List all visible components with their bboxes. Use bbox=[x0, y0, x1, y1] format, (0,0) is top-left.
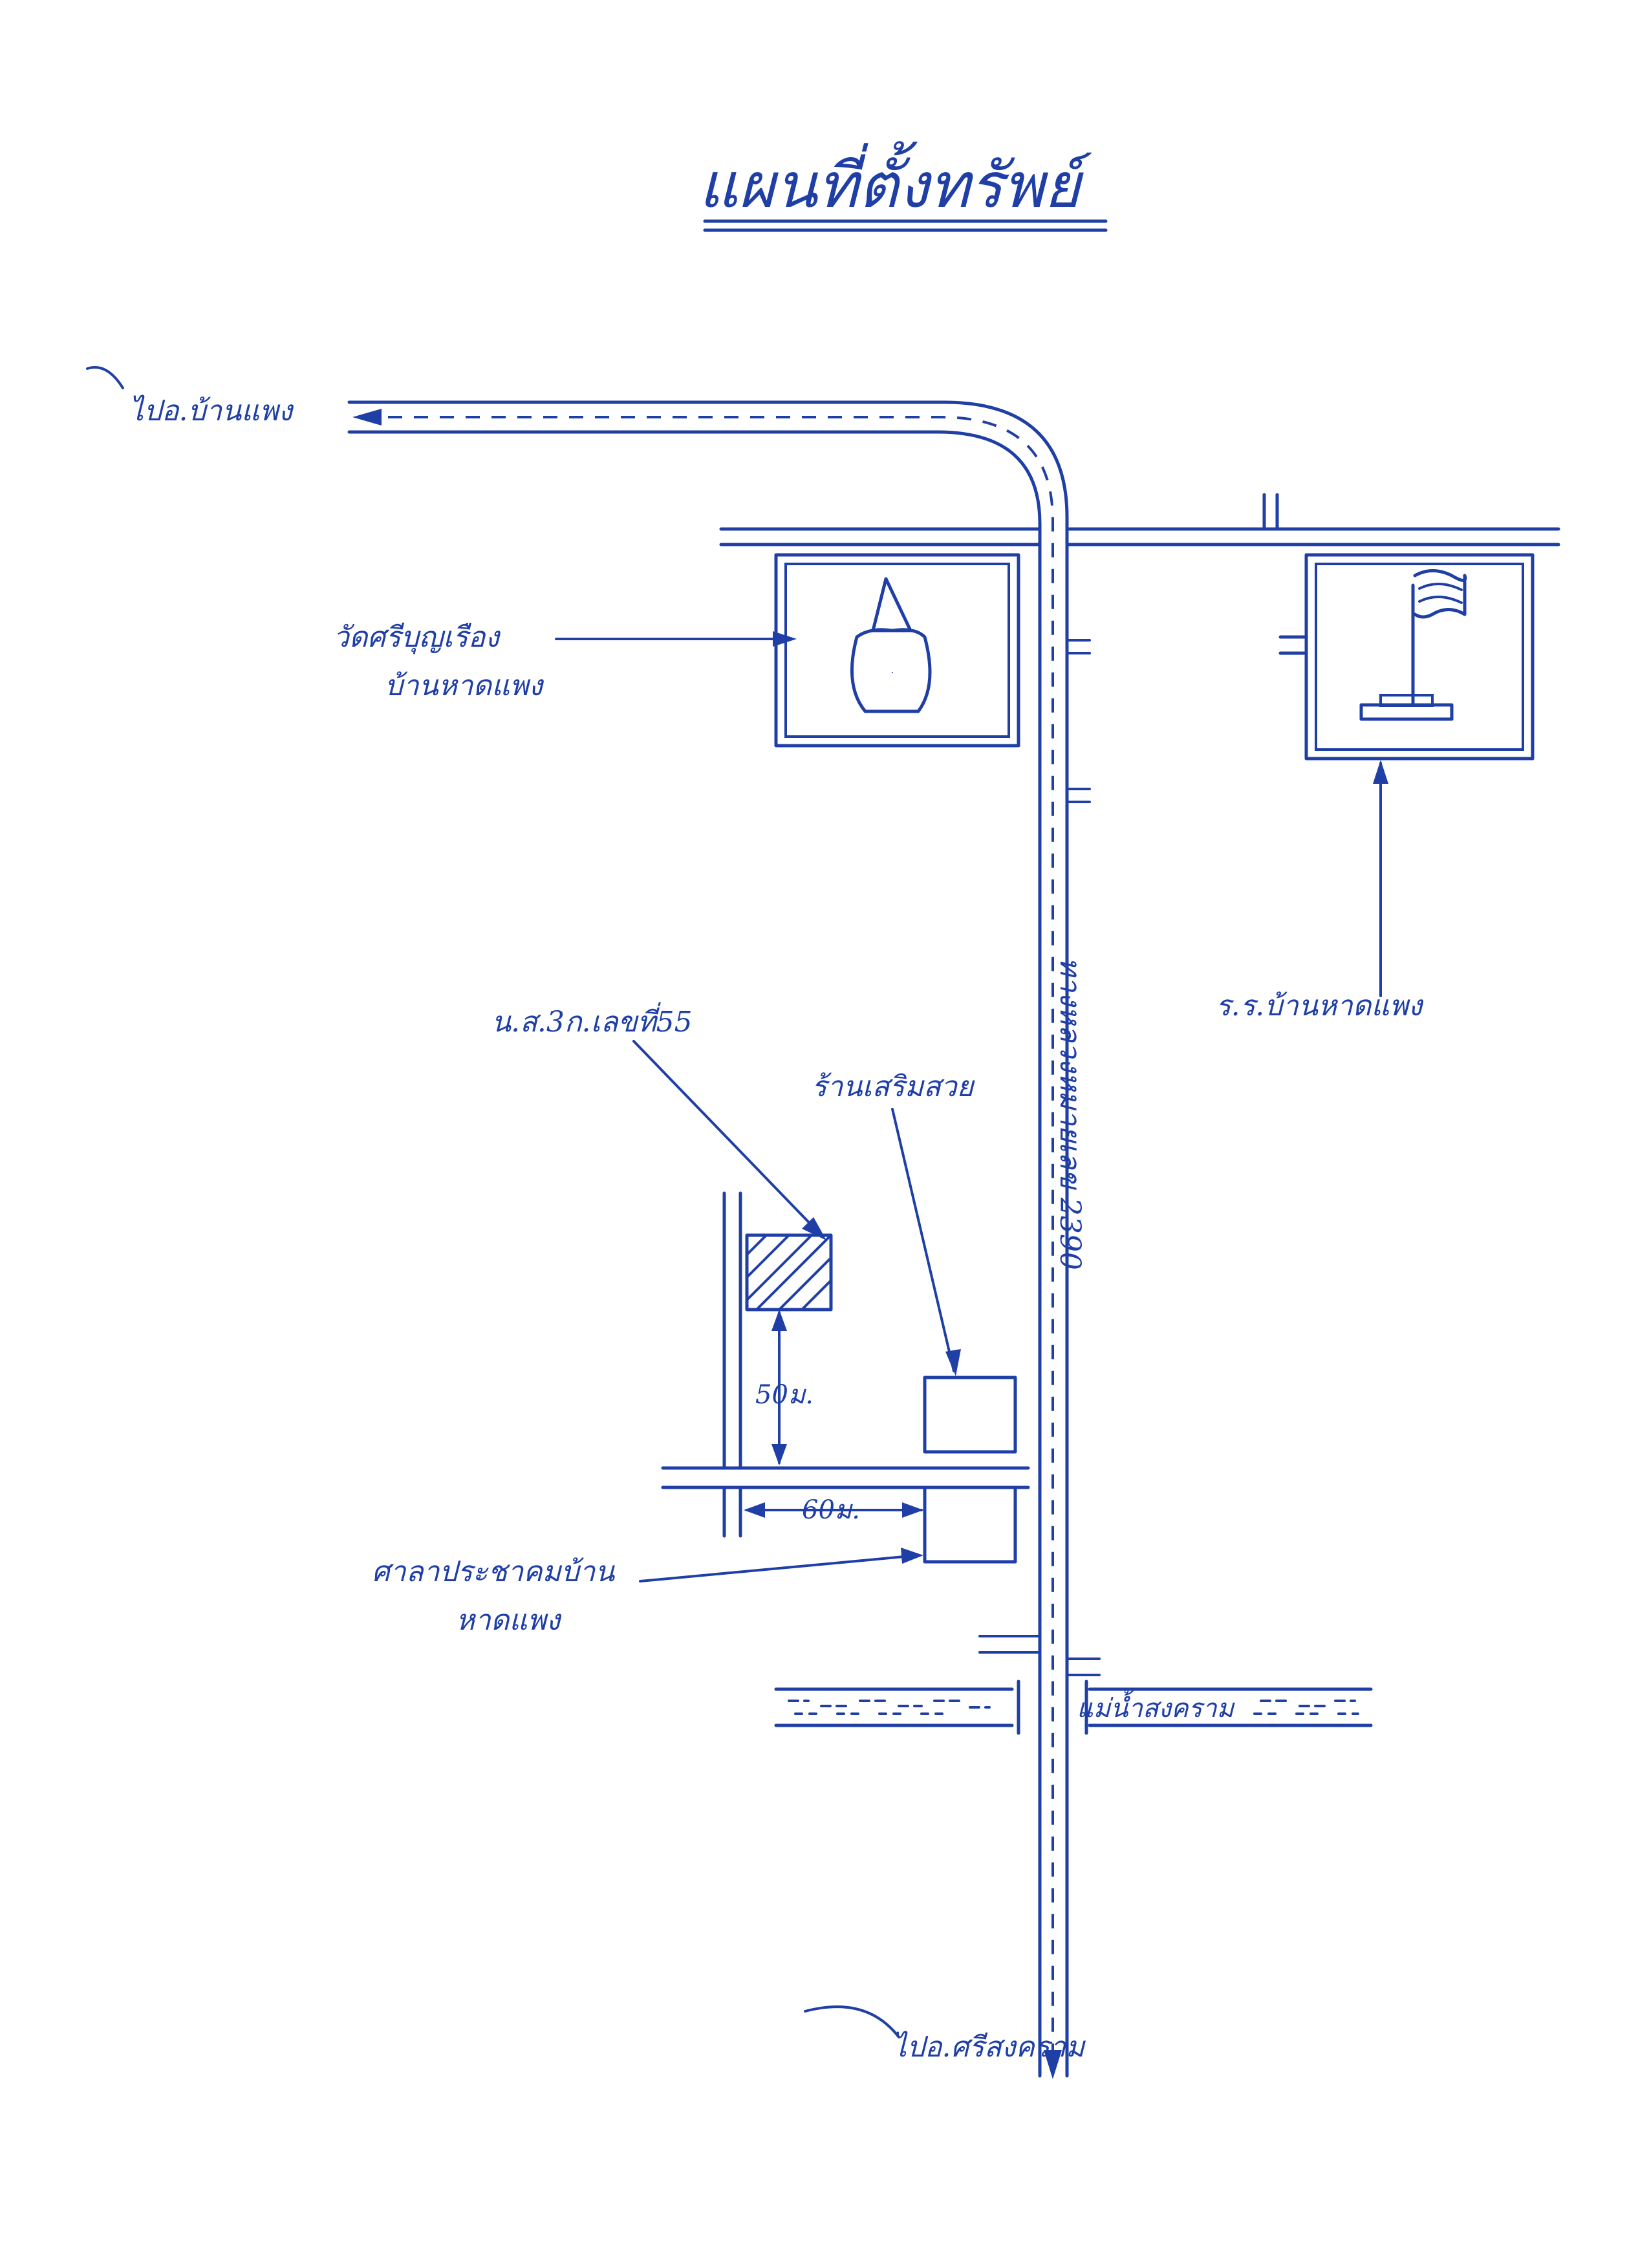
flag-icon bbox=[1413, 569, 1467, 619]
pavilion-name-label: ศาลาประชาคมบ้าน bbox=[372, 1555, 616, 1588]
highway-notches bbox=[978, 639, 1101, 1676]
land-deed-pointer-line bbox=[632, 1040, 823, 1237]
arrow-to-si-songkhram-icon bbox=[1044, 2050, 1062, 2079]
pavilion-pointer-arrow-icon bbox=[901, 1548, 923, 1564]
beauty-salon-pointer-line bbox=[891, 1108, 955, 1372]
to-ban-phaeng-label: ไปอ.บ้านแพง bbox=[129, 394, 295, 427]
cross-street bbox=[719, 493, 1560, 546]
to-ban-phaeng-flourish bbox=[86, 366, 124, 389]
dimension-50m bbox=[771, 1310, 787, 1465]
temple-village-label: บ้านหาดแพง bbox=[385, 669, 544, 702]
highway-label: ทางหลวงหมายเลข 2390 bbox=[1053, 957, 1086, 1270]
school-compound bbox=[1278, 553, 1535, 761]
temple-compound bbox=[774, 553, 1020, 748]
land-plot bbox=[745, 1233, 833, 1312]
stupa-icon bbox=[892, 672, 893, 673]
school-pointer-arrow-icon bbox=[1373, 760, 1388, 784]
land-deed-label: น.ส.3ก.เลขที่55 bbox=[491, 1002, 693, 1039]
road-to-ban-phaeng bbox=[347, 400, 1069, 2078]
dimension-50m-label: 50ม. bbox=[755, 1380, 814, 1410]
to-si-songkhram-label: ไปอ.ศรีสงคราม bbox=[892, 2031, 1086, 2064]
school-label: ร.ร.บ้านหาดแพง bbox=[1216, 989, 1425, 1022]
beauty-salon-pointer-arrow-icon bbox=[945, 1349, 961, 1376]
pavilion-village-label: หาดแพง bbox=[456, 1604, 563, 1637]
map-title: แผนที่ตั้งทรัพย์ bbox=[698, 141, 1092, 222]
temple-pointer-arrow-icon bbox=[773, 631, 797, 647]
river-label: แม่น้ำสงคราม bbox=[1077, 1689, 1236, 1723]
beauty-salon-building bbox=[923, 1376, 1017, 1454]
dimension-60m bbox=[744, 1502, 923, 1518]
beauty-salon-label: ร้านเสริมสวย bbox=[812, 1070, 976, 1103]
temple-name-label: วัดศรีบุญเรือง bbox=[333, 621, 501, 654]
dimension-60m-label: 60ม. bbox=[802, 1495, 860, 1525]
to-si-songkhram-flourish bbox=[804, 2005, 900, 2038]
pavilion-pointer-line bbox=[639, 1554, 920, 1582]
community-pavilion-building bbox=[923, 1485, 1017, 1564]
left-side-street bbox=[661, 1191, 1030, 1538]
songkhram-river bbox=[774, 1679, 1373, 1735]
arrow-to-ban-phaeng-icon bbox=[352, 409, 382, 426]
